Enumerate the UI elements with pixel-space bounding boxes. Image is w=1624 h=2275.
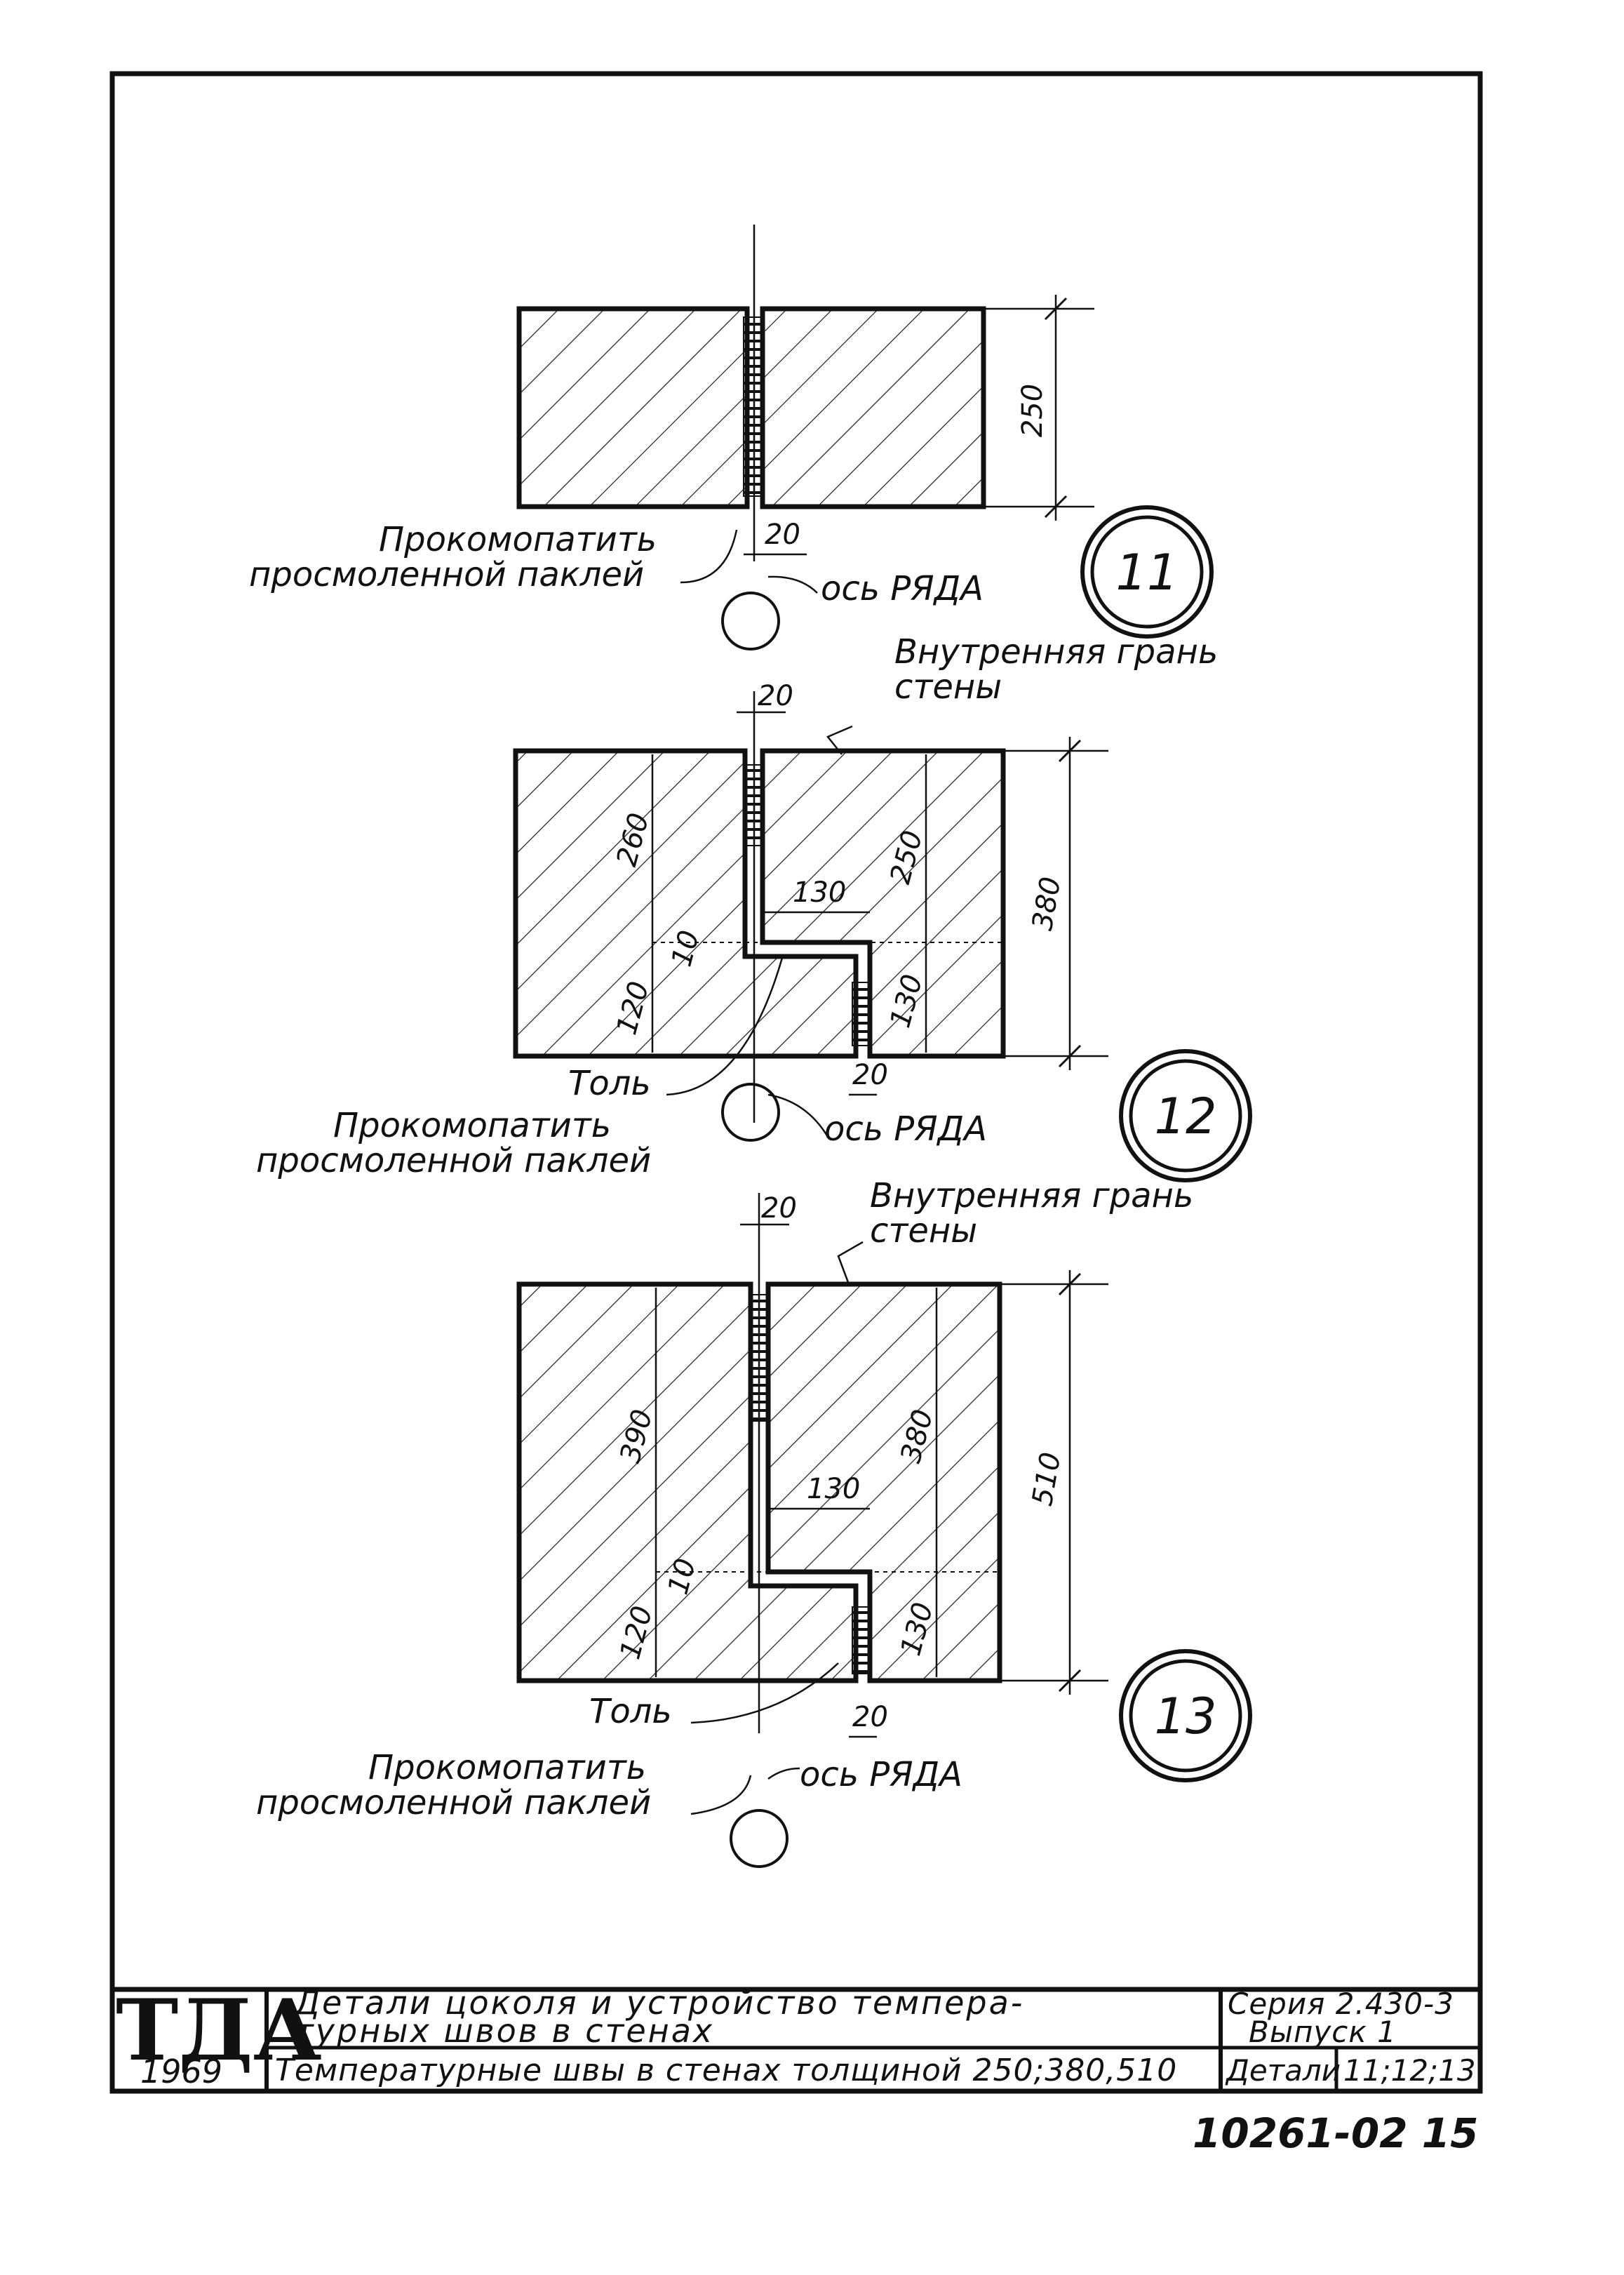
caulk-note-line1: Прокомопатить [368,1748,646,1787]
detail-marker-outer [1119,1649,1252,1782]
detail-marker-inner [1129,1059,1242,1173]
sheet-code: 10261-02 15 [1193,2109,1478,2157]
detail-number: 13 [1154,1688,1216,1745]
detail-12: 20 260 250 130 10 120 130 380 Внутренняя… [256,632,1252,1182]
caulk-note-line1: Прокомопатить [333,1106,611,1145]
caulking-lower [852,982,870,1046]
caulk-note-line2: просмоленной паклей [256,1783,651,1822]
gap-bottom-label: 20 [852,1701,888,1733]
thickness-label: 380 [1026,874,1068,933]
axis-label: ось РЯДА [821,569,984,608]
series-line2: Выпуск 1 [1249,2015,1397,2049]
step-label: 130 [807,1473,860,1505]
wall-block-left [516,1281,859,1683]
detail-marker-outer [1119,1049,1252,1182]
sheet-frame [109,71,1483,2094]
gap-bottom-label: 20 [852,1059,888,1091]
wall-block-left [516,306,750,509]
detail-number: 12 [1154,1088,1216,1145]
detail-marker-inner [1129,1659,1242,1773]
detail-marker-outer [1080,505,1214,639]
title-line2: турных швов в стенах [295,2012,714,2050]
inner-face-line1: Внутренняя грань [894,632,1218,672]
details-label: Детали [1225,2053,1341,2088]
axis-bubble [721,592,780,651]
gap-label: 20 [765,519,800,551]
logo: ТДА [116,1981,322,2080]
caulk-note-line1: Прокомопатить [379,520,657,559]
thickness-label: 510 [1026,1450,1068,1508]
caulk-note-line2: просмоленной паклей [256,1141,651,1180]
subtitle: Температурные швы в стенах толщиной 250;… [275,2053,1177,2088]
year: 1969 [140,2053,222,2090]
tol-label: Толь [589,1692,672,1731]
detail-11: 250 20 Прокомопатить просмоленной паклей… [249,225,1214,651]
series-line1: Серия 2.430-3 [1228,1987,1454,2021]
details-value: 11;12;13 [1343,2053,1476,2088]
axis-bubble [721,1083,780,1142]
detail-13: 20 390 380 130 10 120 130 510 Внутренняя… [256,1176,1252,1868]
caulking [743,316,763,497]
tol-label: Толь [568,1064,651,1103]
gap-top-label: 20 [758,680,793,712]
caulk-note-line2: просмоленной паклей [249,555,644,594]
wall-block-right [760,306,986,509]
axis-label: ось РЯДА [800,1755,962,1794]
title-block: ТДА 1969 Детали цоколя и устройство темп… [112,1981,1480,2091]
wall-block-left [513,748,859,1059]
caulking-upper [743,764,763,846]
thickness-label: 250 [1016,384,1049,437]
inner-face-line1: Внутренняя грань [870,1176,1193,1215]
axis-bubble [730,1809,788,1868]
detail-marker-inner [1090,515,1204,629]
title-line1: Детали цоколя и устройство темпера- [293,1984,1024,2022]
step-label: 130 [793,876,846,909]
inner-face-line2: стены [894,667,1002,707]
gap-top-label: 20 [761,1192,797,1225]
caulking-lower [852,1606,870,1674]
inner-face-line2: стены [870,1211,977,1250]
detail-number: 11 [1115,544,1178,601]
axis-label: ось РЯДА [824,1109,987,1149]
